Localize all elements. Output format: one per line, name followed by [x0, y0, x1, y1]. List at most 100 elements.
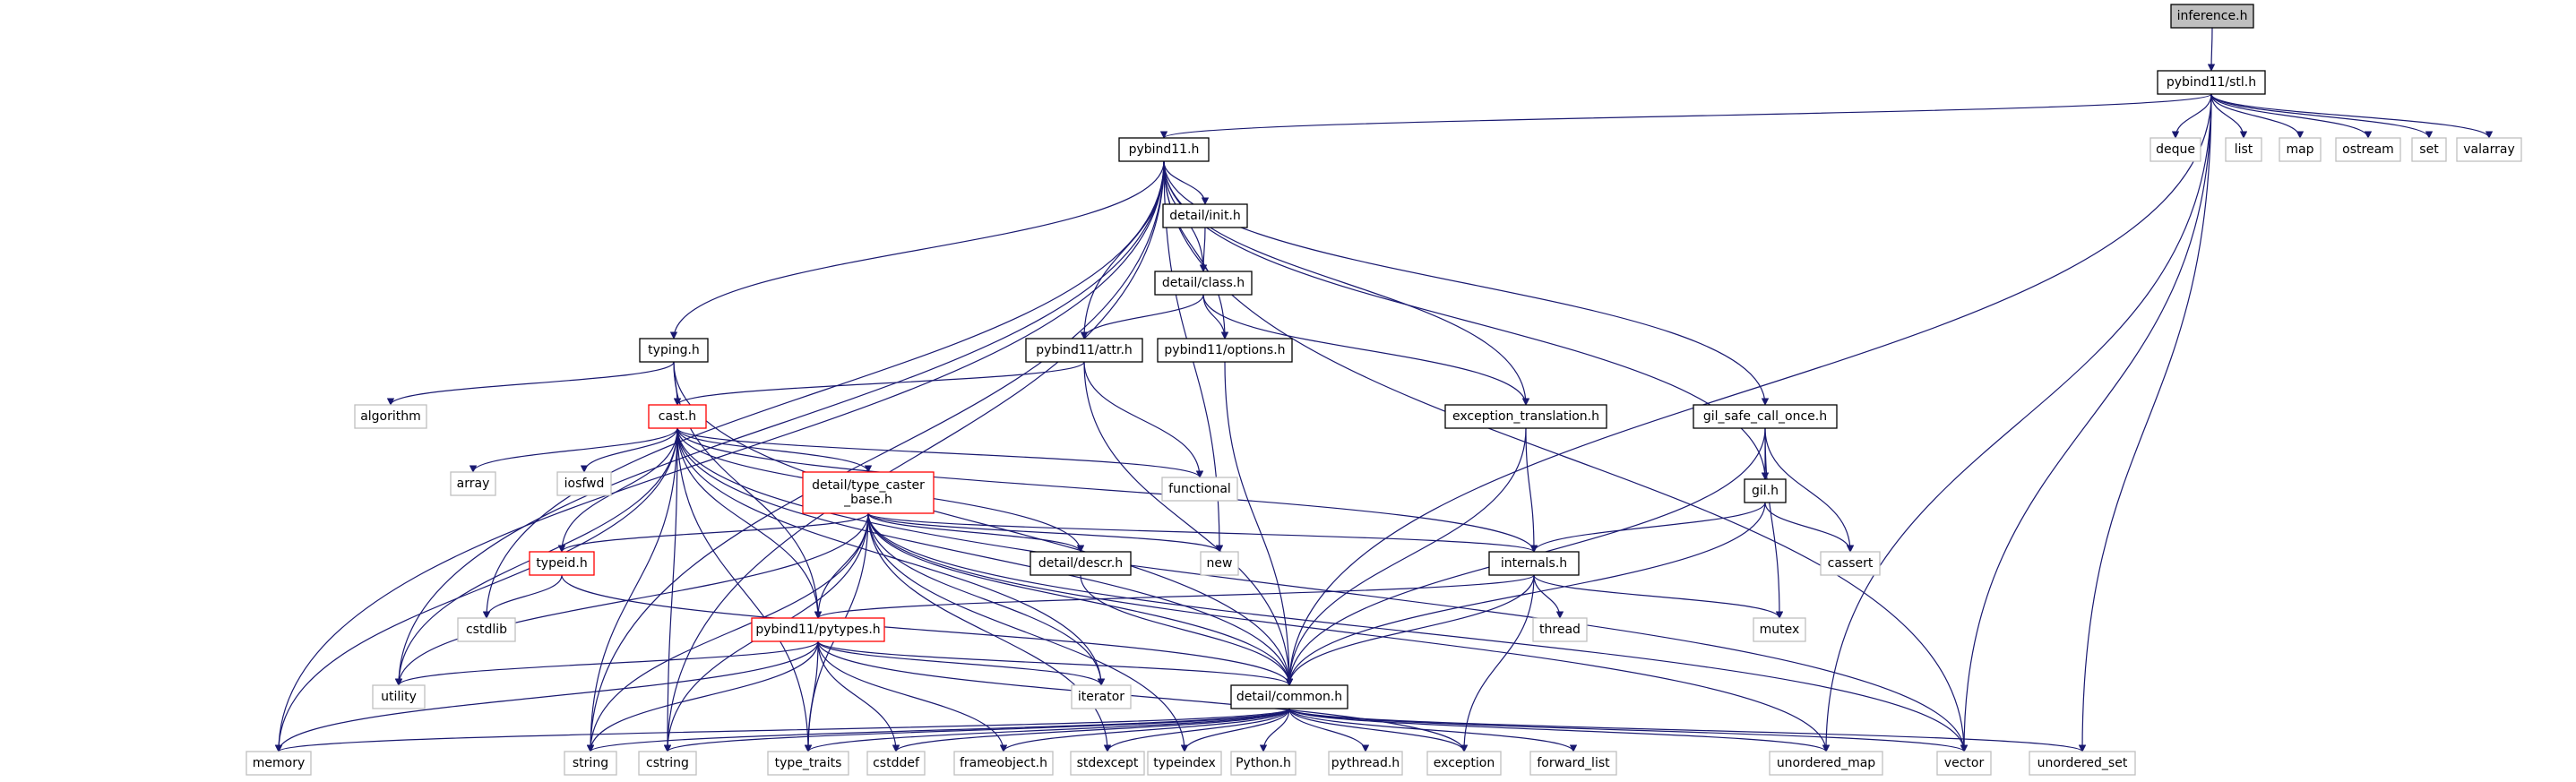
- node-box-Python_h: [1230, 751, 1297, 776]
- node-label-memory: memory: [253, 756, 306, 770]
- node-typing_h[interactable]: typing.h: [639, 338, 709, 363]
- node-exception[interactable]: exception: [1426, 751, 1502, 776]
- node-detail_init_h[interactable]: detail/init.h: [1162, 203, 1248, 228]
- edge-pybind11_pytypes_h-to-exception: [817, 640, 1469, 752]
- edge-cast_h-to-memory: [274, 427, 678, 752]
- node-thread[interactable]: thread: [1532, 617, 1588, 642]
- node-label-set: set: [2419, 142, 2439, 157]
- edge-cast_h-to-pybind11_pytypes_h: [676, 427, 823, 619]
- edge-detail_class_h-to-pybind11_attr_h: [1080, 294, 1204, 339]
- node-deque[interactable]: deque: [2150, 137, 2201, 162]
- node-pybind11_stl_h[interactable]: pybind11/stl.h: [2157, 70, 2266, 95]
- edge-pybind11_h-to-pybind11_attr_h: [1080, 160, 1165, 339]
- edge-pybind11_stl_h-to-deque: [2171, 93, 2212, 139]
- node-gil_safe_call_once_h[interactable]: gil_safe_call_once.h: [1693, 404, 1838, 429]
- node-cstddef[interactable]: cstddef: [866, 751, 926, 776]
- node-frameobject_h[interactable]: frameobject.h: [953, 751, 1054, 776]
- node-label-stdexcept: stdexcept: [1077, 756, 1139, 770]
- node-label-valarray: valarray: [2463, 142, 2514, 157]
- node-typeindex[interactable]: typeindex: [1147, 751, 1222, 776]
- node-label-Python_h: Python.h: [1236, 756, 1291, 770]
- node-valarray[interactable]: valarray: [2456, 137, 2522, 162]
- node-ostream[interactable]: ostream: [2335, 137, 2401, 162]
- edge-detail_type_caster_base_h-to-typeid_h: [557, 512, 869, 553]
- node-pybind11_options_h[interactable]: pybind11/options.h: [1157, 338, 1293, 363]
- edge-pybind11_pytypes_h-to-type_traits: [804, 640, 819, 752]
- node-label-pythread_h: pythread.h: [1331, 756, 1400, 770]
- edge-pybind11_stl_h-to-valarray: [2210, 93, 2494, 139]
- node-exception_translation_h[interactable]: exception_translation.h: [1444, 404, 1607, 429]
- node-Python_h[interactable]: Python.h: [1230, 751, 1297, 776]
- node-box-mutex: [1753, 617, 1806, 642]
- node-pybind11_h[interactable]: pybind11.h: [1118, 137, 1210, 162]
- edge-pybind11_h-to-cstdlib: [482, 160, 1165, 619]
- edge-gil_h-to-internals_h: [1529, 502, 1766, 553]
- node-label-cassert: cassert: [1828, 556, 1874, 571]
- node-array[interactable]: array: [450, 471, 496, 496]
- node-new[interactable]: new: [1200, 551, 1239, 576]
- node-box-detail_init_h: [1162, 203, 1248, 228]
- node-box-ostream: [2335, 137, 2401, 162]
- node-box-pybind11_options_h: [1157, 338, 1293, 363]
- node-label-vector: vector: [1944, 756, 1985, 770]
- node-stdexcept[interactable]: stdexcept: [1070, 751, 1145, 776]
- edge-internals_h-to-mutex: [1533, 574, 1784, 619]
- node-inference_h[interactable]: inference.h: [2170, 4, 2254, 29]
- node-detail_descr_h[interactable]: detail/descr.h: [1030, 551, 1132, 576]
- node-box-pybind11_pytypes_h: [751, 617, 885, 642]
- node-box-forward_list: [1529, 751, 1617, 776]
- node-box-cassert: [1820, 551, 1881, 576]
- node-label-typing_h: typing.h: [648, 343, 700, 357]
- node-map[interactable]: map: [2279, 137, 2322, 162]
- node-cstring[interactable]: cstring: [638, 751, 697, 776]
- edge-detail_descr_h-to-detail_common_h: [1080, 574, 1294, 686]
- edge-exception_translation_h-to-internals_h: [1525, 427, 1538, 553]
- node-box-pybind11_stl_h: [2157, 70, 2266, 95]
- edge-internals_h-to-detail_common_h: [1285, 574, 1535, 686]
- edge-detail_class_h-to-exception_translation_h: [1202, 294, 1530, 406]
- node-unordered_map[interactable]: unordered_map: [1769, 751, 1883, 776]
- node-list[interactable]: list: [2225, 137, 2262, 162]
- node-cast_h[interactable]: cast.h: [648, 404, 707, 429]
- node-functional[interactable]: functional: [1161, 477, 1238, 502]
- edge-detail_common_h-to-forward_list: [1288, 708, 1578, 752]
- node-vector[interactable]: vector: [1936, 751, 1992, 776]
- node-memory[interactable]: memory: [246, 751, 312, 776]
- node-box-thread: [1532, 617, 1588, 642]
- node-unordered_set[interactable]: unordered_set: [2029, 751, 2136, 776]
- node-set[interactable]: set: [2411, 137, 2447, 162]
- node-gil_h[interactable]: gil.h: [1744, 478, 1787, 503]
- node-pybind11_pytypes_h[interactable]: pybind11/pytypes.h: [751, 617, 885, 642]
- node-string[interactable]: string: [564, 751, 617, 776]
- node-cstdlib[interactable]: cstdlib: [457, 617, 516, 642]
- node-detail_class_h[interactable]: detail/class.h: [1154, 271, 1253, 296]
- node-cassert[interactable]: cassert: [1820, 551, 1881, 576]
- edge-cast_h-to-iosfwd: [580, 427, 678, 473]
- node-pythread_h[interactable]: pythread.h: [1328, 751, 1403, 776]
- node-typeid_h[interactable]: typeid.h: [529, 551, 595, 576]
- node-box-pythread_h: [1328, 751, 1403, 776]
- edge-pybind11_h-to-gil_h: [1163, 160, 1770, 480]
- node-iterator[interactable]: iterator: [1071, 684, 1132, 709]
- node-forward_list[interactable]: forward_list: [1529, 751, 1617, 776]
- edge-pybind11_pytypes_h-to-string: [586, 640, 819, 752]
- node-type_traits[interactable]: type_traits: [767, 751, 849, 776]
- edge-pybind11_h-to-detail_init_h: [1163, 160, 1210, 205]
- node-label-detail_type_caster_base_h: _base.h: [843, 493, 892, 507]
- node-detail_common_h[interactable]: detail/common.h: [1230, 684, 1348, 709]
- node-label-exception_translation_h: exception_translation.h: [1452, 409, 1599, 424]
- node-iosfwd[interactable]: iosfwd: [556, 471, 612, 496]
- node-label-exception: exception: [1434, 756, 1495, 770]
- node-utility[interactable]: utility: [372, 684, 426, 709]
- edge-pybind11_h-to-utility: [394, 160, 1165, 686]
- node-internals_h[interactable]: internals.h: [1488, 551, 1580, 576]
- edge-detail_type_caster_base_h-to-vector: [867, 512, 1969, 752]
- node-algorithm[interactable]: algorithm: [354, 404, 427, 429]
- edge-cast_h-to-detail_common_h: [676, 427, 1294, 686]
- node-box-typing_h: [639, 338, 709, 363]
- node-detail_type_caster_base_h[interactable]: detail/type_caster_base.h: [802, 471, 935, 514]
- node-box-new: [1200, 551, 1239, 576]
- node-mutex[interactable]: mutex: [1753, 617, 1806, 642]
- node-pybind11_attr_h[interactable]: pybind11/attr.h: [1025, 338, 1143, 363]
- edge-detail_common_h-to-cstddef: [892, 708, 1290, 752]
